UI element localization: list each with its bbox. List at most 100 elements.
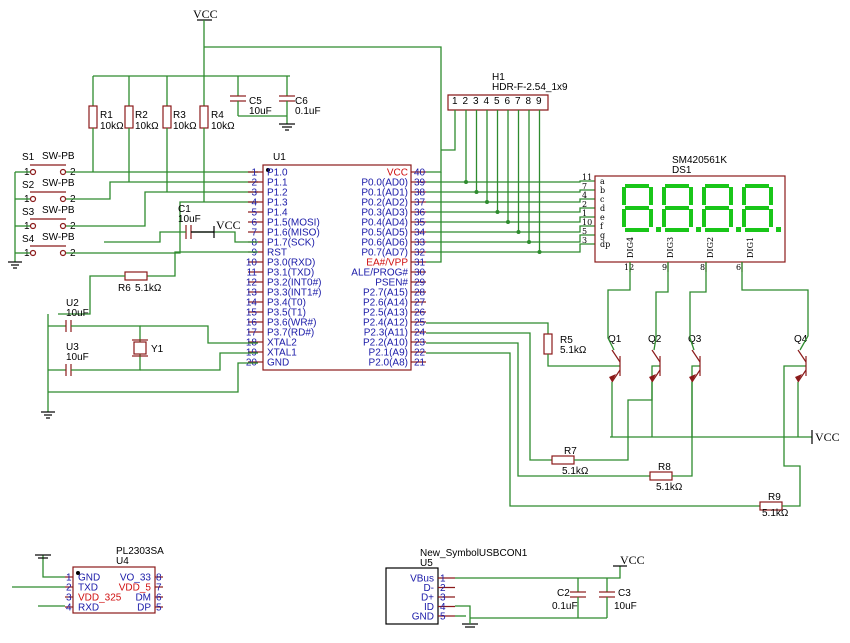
digit-pin: 9: [662, 263, 667, 272]
p0-bus-wires: [426, 110, 595, 254]
mcu-pin-name: P0.1(AD1): [361, 188, 408, 199]
pl2303-pin-name: DM: [135, 593, 151, 604]
digit-segment: [662, 187, 666, 205]
r3-value: 10kΩ: [173, 121, 197, 132]
r6-value: 5.1kΩ: [135, 283, 162, 294]
pl2303-pin-name: VDD_325: [78, 593, 122, 604]
usb-pin-num: 1: [440, 574, 446, 585]
vcc-usb-label: VCC: [620, 553, 645, 567]
mcu-pin-name: XTAL1: [267, 348, 297, 359]
digit-segment: [622, 187, 626, 205]
mcu-pin-name: P2.5(A13): [363, 308, 408, 319]
usb-pin-num: 3: [440, 593, 446, 604]
usb-u5: New_SymbolUSBCON1 U5 1VBus2D-3D+4ID5GND …: [385, 548, 645, 628]
mcu-pin-num: 27: [414, 298, 426, 309]
mcu-pin-num: 23: [414, 338, 426, 349]
decoupling-caps: C5 10uF C6 0.1uF: [230, 76, 321, 131]
transistor-q1: Q1: [608, 334, 622, 437]
mcu-pin-name: RST: [267, 248, 287, 259]
header-pin-num: 5: [494, 96, 500, 107]
mcu-pin-name: ALE/PROG#: [351, 268, 408, 279]
header-pin-num: 1: [452, 96, 458, 107]
digit-segment: [665, 228, 689, 232]
s4-value: SW-PB: [42, 232, 75, 243]
mcu-pin-name: P0.3(AD3): [361, 208, 408, 219]
mcu-pin-num: 14: [246, 298, 258, 309]
segment-label: dp: [600, 240, 610, 249]
mcu-pin-name: P2.0(A8): [369, 358, 408, 369]
mcu-pin-name: P0.6(AD6): [361, 238, 408, 249]
mcu-pin-name: P3.6(WR#): [267, 318, 316, 329]
vcc-top-label: VCC: [193, 7, 218, 21]
mcu-pin-num: 30: [414, 268, 426, 279]
mcu-pin-name: P1.7(SCK): [267, 238, 315, 249]
crystal-section: Y1 U2 10uF U3 10uF: [41, 298, 258, 419]
mcu-pin-num: 13: [246, 288, 258, 299]
digit-1: DIG4: [622, 184, 661, 258]
r5-value: 5.1kΩ: [560, 345, 587, 356]
u3-ref: U3: [66, 342, 79, 353]
r6-ref: R6: [118, 283, 131, 294]
usb-pin-num: 2: [440, 583, 446, 594]
mcu-pin-name: P2.2(A10): [363, 338, 408, 349]
s4-ref: S4: [22, 234, 35, 245]
digit-segment: [702, 209, 706, 227]
mcu-pin-num: 9: [251, 248, 257, 259]
header-pin-num: 7: [515, 96, 521, 107]
u2-ref: U2: [66, 298, 79, 309]
pl2303-pin-name: GND: [78, 573, 100, 584]
digit-segment: [625, 184, 649, 188]
display-part: SM420561K: [672, 155, 727, 166]
digit-label: DIG2: [706, 237, 715, 258]
header-pin-num: 3: [473, 96, 479, 107]
segment-pin: 7: [582, 182, 587, 191]
digit-dp: [776, 227, 781, 232]
mcu-pin-num: 7: [251, 228, 257, 239]
mcu-pin-name: P2.3(A11): [364, 328, 408, 339]
mcu-pin-name: P3.0(RXD): [267, 258, 315, 269]
usb-pin-name: D+: [421, 593, 434, 604]
mcu-pin-num: 25: [414, 318, 426, 329]
mcu-pin-name: P3.7(RD#): [267, 328, 314, 339]
c1-value: 10uF: [178, 214, 201, 225]
segment-label: e: [600, 213, 605, 222]
r4-value: 10kΩ: [211, 121, 235, 132]
vcc-c1-label: VCC: [216, 218, 241, 232]
mcu-pin-num: 21: [414, 358, 426, 369]
s2-value: SW-PB: [42, 178, 75, 189]
transistor-q4: Q4: [794, 334, 808, 437]
segment-label: f: [600, 222, 604, 231]
pl2303-pin-num: 4: [66, 603, 72, 614]
s2-ref: S2: [22, 180, 35, 191]
mcu-pin-name: P0.2(AD2): [361, 198, 408, 209]
digit-3: DIG2: [702, 184, 741, 258]
digit-label: DIG3: [666, 237, 675, 258]
c5-ref: C5: [249, 96, 262, 107]
mcu-pin-name: P1.2: [267, 188, 288, 199]
digit-segment: [742, 187, 746, 205]
mcu-pin-name: XTAL2: [267, 338, 297, 349]
s1-value: SW-PB: [42, 151, 75, 162]
segment-pin: 1: [582, 209, 587, 218]
segment-label: g: [600, 231, 605, 240]
mcu-pin-name: P3.3(INT1#): [267, 288, 321, 299]
mcu-pin-num: 37: [414, 198, 426, 209]
mcu-pin-num: 28: [414, 288, 426, 299]
digit-segment: [705, 228, 729, 232]
segment-pin: 5: [582, 227, 587, 236]
pl2303-pin-num: 6: [156, 593, 162, 604]
digit-segment: [665, 206, 689, 210]
mcu-pin-name: GND: [267, 358, 289, 369]
digit-label: DIG1: [746, 237, 755, 258]
r1-value: 10kΩ: [100, 121, 124, 132]
segment-pin: 2: [582, 200, 587, 209]
y1-ref: Y1: [151, 344, 164, 355]
pl2303-ref: U4: [116, 556, 129, 567]
segment-pin: 4: [582, 191, 587, 200]
